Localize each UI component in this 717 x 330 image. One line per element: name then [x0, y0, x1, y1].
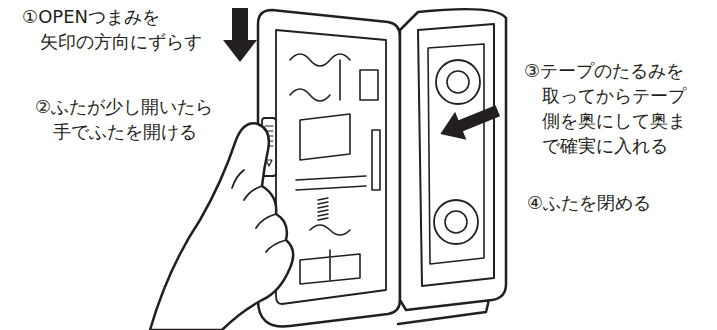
slide-arrow — [223, 8, 257, 62]
instruction-step: ②ふたが少し開いたら 手でふたを開ける — [35, 94, 253, 144]
tape-hub — [447, 71, 469, 93]
lid — [400, 9, 506, 310]
instruction-step: ①OPENつまみを 矢印の方向にずらす — [22, 4, 255, 54]
hand — [150, 123, 293, 330]
switch-grille — [318, 198, 328, 220]
tape-reel — [434, 200, 478, 244]
mechanism — [290, 54, 380, 284]
tape-hub — [445, 211, 467, 233]
tape-reel — [436, 60, 480, 104]
insert-arrow — [435, 97, 504, 148]
cassette-window — [428, 44, 484, 264]
hand-detail — [232, 170, 286, 252]
instruction-step: ④ふたを閉める — [527, 190, 717, 215]
instruction-step: ③テープのたるみを 取ってからテープ 側を奥にして奥ま で確実に入れる — [524, 58, 717, 158]
cassette — [418, 24, 494, 286]
